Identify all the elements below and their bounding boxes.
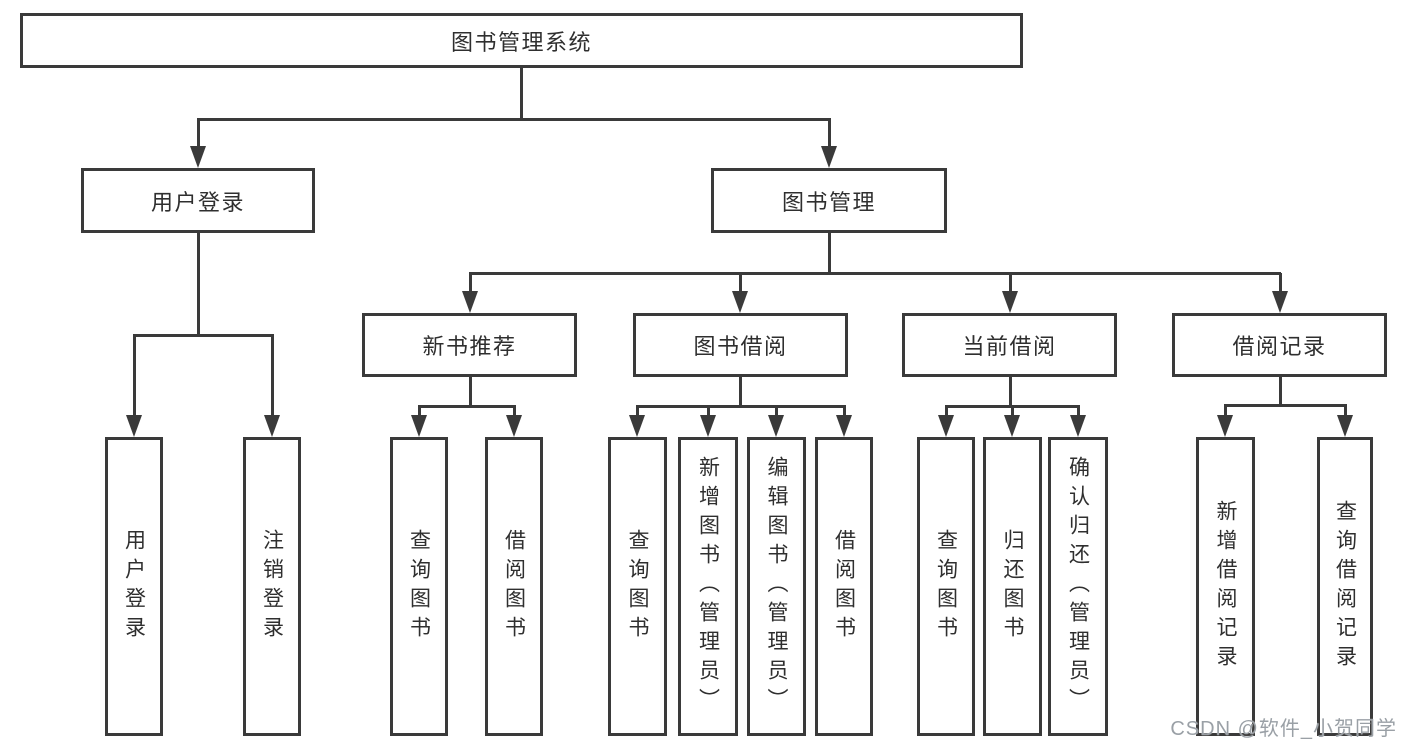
node-label-book-borrowing: 图书借阅: [693, 334, 788, 359]
node-leaf-query-books-1: 查询图书: [390, 437, 448, 736]
node-label-current-borrowing: 当前借阅: [962, 334, 1057, 359]
node-label-leaf-add-borrow-record: 新增借阅记录: [1214, 499, 1237, 674]
arrow-down-icon: [190, 146, 206, 168]
connector-hline: [1224, 403, 1347, 407]
connector-arrow-shaft: [1223, 405, 1227, 415]
node-label-leaf-return-books: 归还图书: [1001, 528, 1024, 645]
connector-arrow-shaft: [842, 406, 846, 415]
connector-vline: [468, 377, 472, 408]
node-current-borrowing: 当前借阅: [902, 313, 1117, 377]
connector-vline: [1008, 377, 1012, 408]
node-label-leaf-user-login: 用户登录: [122, 528, 146, 645]
arrow-down-icon: [1004, 415, 1020, 437]
node-leaf-borrow-books-1: 借阅图书: [485, 437, 543, 736]
connector-arrow-shaft: [1278, 273, 1282, 291]
arrow-down-icon: [1272, 291, 1288, 313]
connector-arrow-shaft: [1076, 406, 1080, 415]
node-leaf-edit-books-admin: 编辑图书（管理员）: [747, 437, 806, 736]
arrow-down-icon: [1070, 415, 1086, 437]
node-label-leaf-borrow-books-1: 借阅图书: [502, 528, 526, 645]
connector-arrow-shaft: [1010, 406, 1014, 415]
connector-arrow-shaft: [512, 406, 516, 415]
connector-arrow-shaft: [944, 406, 948, 415]
connector-vline: [827, 233, 831, 275]
arrow-down-icon: [1002, 291, 1018, 313]
node-label-leaf-query-books-3: 查询图书: [934, 528, 958, 645]
node-leaf-query-borrow-record: 查询借阅记录: [1317, 437, 1373, 736]
arrow-down-icon: [264, 415, 280, 437]
arrow-down-icon: [126, 415, 142, 437]
node-label-new-book-recommend: 新书推荐: [422, 334, 517, 359]
node-label-leaf-query-borrow-record: 查询借阅记录: [1333, 499, 1357, 674]
node-label-leaf-query-books-1: 查询图书: [407, 528, 431, 645]
arrow-down-icon: [506, 415, 522, 437]
arrow-down-icon: [1217, 415, 1233, 437]
node-label-borrowing-records: 借阅记录: [1232, 334, 1327, 359]
connector-arrow-shaft: [635, 406, 639, 415]
connector-arrow-shaft: [1008, 273, 1012, 291]
connector-hline: [418, 404, 516, 408]
node-leaf-confirm-return-admin: 确认归还（管理员）: [1048, 437, 1108, 736]
connector-arrow-shaft: [270, 335, 274, 415]
connector-hline: [197, 117, 831, 121]
csdn-watermark: CSDN @软件_小贺同学: [1170, 718, 1397, 740]
node-user-login: 用户登录: [81, 168, 315, 233]
connector-arrow-shaft: [738, 273, 742, 291]
connector-vline: [519, 68, 523, 121]
node-leaf-return-books: 归还图书: [983, 437, 1042, 736]
node-leaf-add-borrow-record: 新增借阅记录: [1196, 437, 1255, 736]
node-book-borrowing: 图书借阅: [633, 313, 848, 377]
node-label-leaf-edit-books-admin: 编辑图书（管理员）: [765, 456, 788, 717]
connector-hline: [133, 333, 274, 337]
connector-vline: [1278, 377, 1282, 407]
node-label-leaf-add-books-admin: 新增图书（管理员）: [696, 456, 720, 717]
connector-arrow-shaft: [827, 119, 831, 146]
node-leaf-add-books-admin: 新增图书（管理员）: [678, 437, 738, 736]
arrow-down-icon: [821, 146, 837, 168]
node-label-user-login: 用户登录: [150, 189, 245, 215]
node-new-book-recommend: 新书推荐: [362, 313, 577, 377]
node-leaf-query-books-3: 查询图书: [917, 437, 975, 736]
arrow-down-icon: [629, 415, 645, 437]
arrow-down-icon: [462, 291, 478, 313]
connector-arrow-shaft: [468, 273, 472, 291]
node-leaf-user-login: 用户登录: [105, 437, 163, 736]
node-leaf-borrow-books-2: 借阅图书: [815, 437, 873, 736]
connector-arrow-shaft: [417, 406, 421, 415]
node-borrowing-records: 借阅记录: [1172, 313, 1387, 377]
connector-hline: [636, 404, 846, 408]
node-label-book-management: 图书管理: [781, 189, 876, 215]
node-label-leaf-confirm-return-admin: 确认归还（管理员）: [1066, 456, 1090, 717]
connector-arrow-shaft: [196, 119, 200, 146]
node-label-root: 图书管理系统: [450, 29, 592, 55]
connector-arrow-shaft: [774, 406, 778, 415]
connector-vline: [196, 233, 200, 337]
node-label-leaf-logout: 注销登录: [260, 528, 284, 645]
node-root: 图书管理系统: [20, 13, 1023, 68]
connector-arrow-shaft: [132, 335, 136, 415]
arrow-down-icon: [411, 415, 427, 437]
node-book-management: 图书管理: [711, 168, 947, 233]
connector-arrow-shaft: [1343, 405, 1347, 415]
node-label-leaf-borrow-books-2: 借阅图书: [832, 528, 856, 645]
arrow-down-icon: [1337, 415, 1353, 437]
arrow-down-icon: [836, 415, 852, 437]
connector-vline: [738, 377, 742, 408]
arrow-down-icon: [768, 415, 784, 437]
node-leaf-logout: 注销登录: [243, 437, 301, 736]
arrow-down-icon: [732, 291, 748, 313]
arrow-down-icon: [938, 415, 954, 437]
node-leaf-query-books-2: 查询图书: [608, 437, 667, 736]
connector-hline: [469, 271, 1281, 275]
connector-arrow-shaft: [706, 406, 710, 415]
arrow-down-icon: [700, 415, 716, 437]
node-label-leaf-query-books-2: 查询图书: [626, 528, 649, 645]
